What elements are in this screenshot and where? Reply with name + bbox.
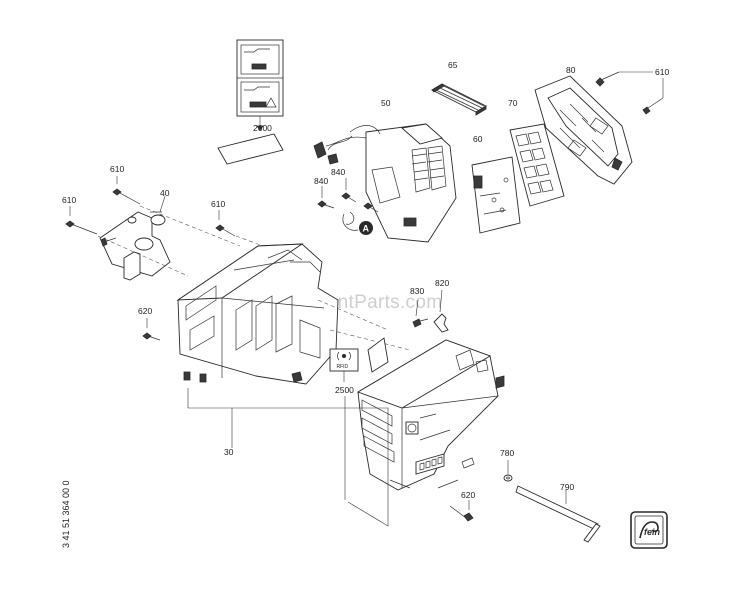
callout-610-top-right: 610 (655, 67, 669, 77)
screws-610-top-right (595, 71, 664, 115)
main-housing-30 (176, 243, 411, 385)
electronics-module-50 (313, 123, 457, 243)
grouping-brackets (187, 388, 389, 527)
circuit-board-60 (471, 156, 521, 234)
fein-logo-text: fein (644, 527, 661, 537)
fein-logo: fein (630, 511, 668, 549)
callout-80: 80 (566, 65, 576, 75)
callout-840-b: 840 (314, 176, 328, 186)
callout-790: 790 (560, 482, 574, 492)
hex-key-790 (515, 485, 601, 543)
callout-a-marker (359, 221, 373, 235)
motor-cover-housing (356, 339, 505, 491)
callout-30: 30 (224, 447, 234, 457)
keypad-70 (509, 123, 565, 207)
callout-2600: 2600 (253, 123, 272, 133)
callout-50: 50 (381, 98, 391, 108)
callout-a-label: A (363, 224, 370, 234)
callout-620-left: 620 (138, 306, 152, 316)
mounting-bracket-40 (99, 195, 171, 281)
rfid-label-2500: RFID (329, 337, 389, 382)
screw-620-bottom (449, 500, 474, 522)
clip-820-830 (412, 289, 449, 333)
rfid-text: RFID (337, 364, 349, 370)
ribbon-cable-65 (431, 83, 487, 116)
callout-40: 40 (160, 188, 170, 198)
callout-840-a: 840 (331, 167, 345, 177)
callout-830: 830 (410, 286, 424, 296)
callout-780: 780 (500, 448, 514, 458)
callout-70: 70 (508, 98, 518, 108)
cover-frame-80 (534, 75, 633, 185)
callout-820: 820 (435, 278, 449, 288)
callout-610-far-left: 610 (62, 195, 76, 205)
callout-610-left: 610 (110, 164, 124, 174)
label-sheet-2600 (217, 39, 284, 165)
document-number: 3 41 51 364 00 0 (61, 480, 71, 548)
callout-2500: 2500 (335, 385, 354, 395)
washer-780 (503, 460, 513, 482)
callout-620-bottom: 620 (461, 490, 475, 500)
screw-620-left (142, 318, 161, 341)
screws-840: A (317, 178, 379, 235)
callout-610-middle: 610 (211, 199, 225, 209)
callout-65: 65 (448, 60, 458, 70)
callout-60: 60 (473, 134, 483, 144)
